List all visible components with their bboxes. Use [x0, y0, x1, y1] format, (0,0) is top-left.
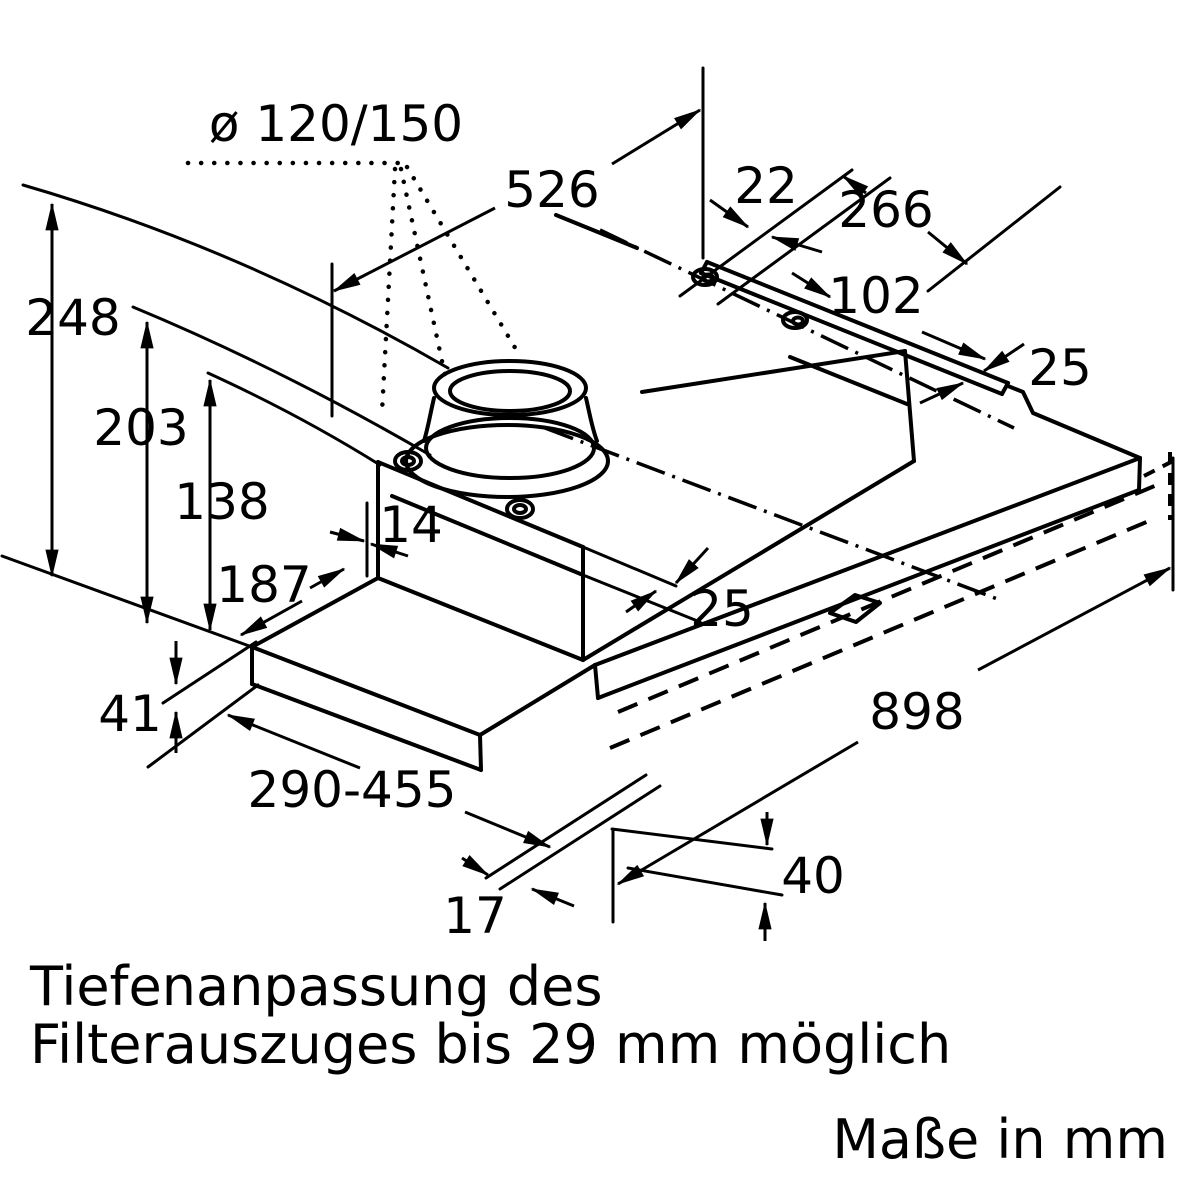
keyhole-back-icon — [691, 267, 719, 287]
dim-187-label: 187 — [216, 556, 311, 614]
collar-tab-front-icon — [505, 498, 535, 520]
dim-102-label: 102 — [828, 267, 923, 325]
hidden-telescopic-lines — [609, 452, 1172, 750]
dim-248-label: 248 — [25, 289, 120, 347]
base-plate — [593, 456, 1142, 700]
dim-14-label: 14 — [379, 496, 443, 554]
dim-17-label: 17 — [443, 887, 507, 945]
centerlines — [544, 228, 1015, 602]
keyhole-front-icon — [781, 310, 809, 330]
dim-25-rim-label: 25 — [690, 580, 754, 638]
dim-526-label: 526 — [504, 161, 599, 219]
note-line-2: Filterauszuges bis 29 mm möglich — [30, 1013, 951, 1076]
dim-25-rail-label: 25 — [1028, 339, 1092, 397]
dim-40-label: 40 — [781, 847, 845, 905]
note-line-1: Tiefenanpassung des — [29, 955, 602, 1018]
dim-22-label: 22 — [734, 157, 798, 215]
duct-diameter-leader-dotted — [185, 160, 523, 415]
dim-898-label: 898 — [869, 683, 964, 741]
dim-41-label: 41 — [98, 685, 162, 743]
collar-tab-left-icon — [393, 450, 423, 472]
dim-266-label: 266 — [838, 181, 933, 239]
filter-drawer — [250, 576, 597, 772]
dim-duct-diameter-label: ø 120/150 — [209, 95, 463, 153]
dimension-lines — [45, 108, 1172, 941]
dim-290-455-label: 290-455 — [248, 761, 457, 819]
dim-203-label: 203 — [93, 399, 188, 457]
units-label: Maße in mm — [832, 1108, 1168, 1171]
duct-collar — [393, 359, 610, 520]
mounting-rail — [691, 260, 1142, 460]
dim-138-label: 138 — [174, 473, 269, 531]
